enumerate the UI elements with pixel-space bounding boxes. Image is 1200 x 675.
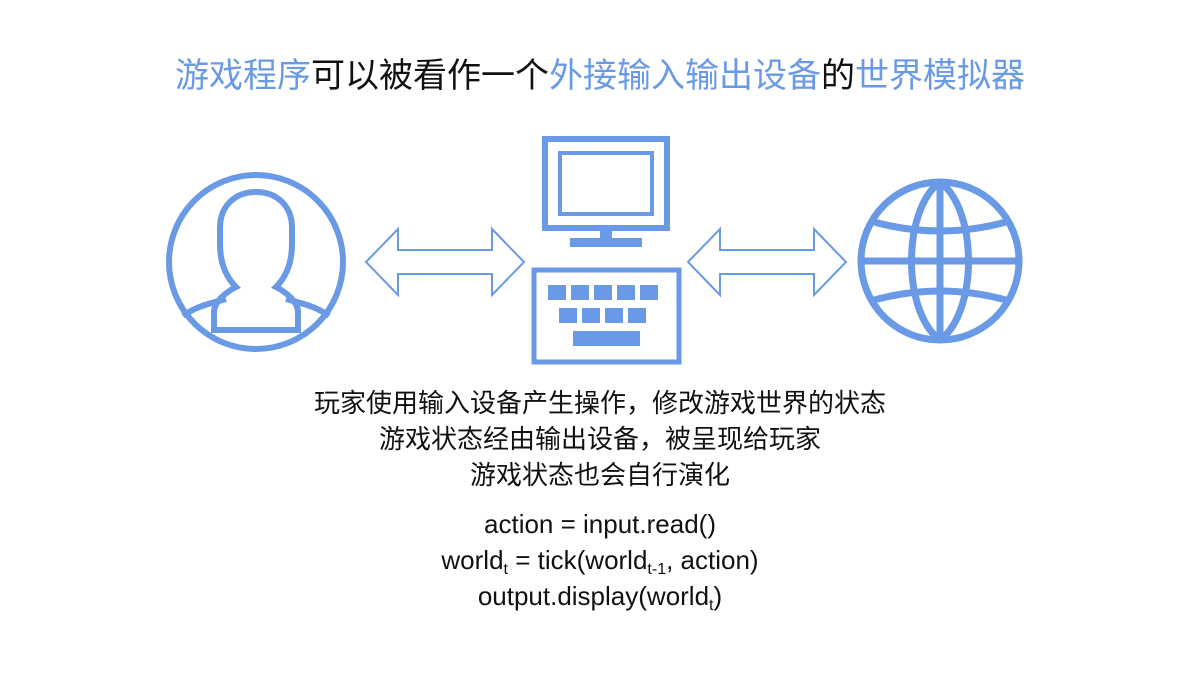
code-line-2-suffix: , action) bbox=[666, 545, 759, 575]
title-part-1: 游戏程序 bbox=[175, 56, 311, 96]
code-line-3: output.display(worldt) bbox=[0, 578, 1200, 614]
code-line-2-sub-2: t-1 bbox=[647, 561, 667, 578]
user-icon bbox=[166, 172, 346, 352]
page-title: 游戏程序可以被看作一个外接输入输出设备的世界模拟器 bbox=[0, 52, 1200, 100]
description-line-1: 玩家使用输入设备产生操作，修改游戏世界的状态 bbox=[313, 389, 886, 419]
code-line-2-sub-1: t bbox=[503, 561, 508, 578]
title-part-2: 可以被看作一个 bbox=[311, 56, 549, 96]
code-line-3-sub: t bbox=[709, 597, 714, 614]
description-line-3: 游戏状态也会自行演化 bbox=[469, 461, 730, 491]
title-part-5: 世界模拟器 bbox=[855, 56, 1025, 96]
code-line-2-prefix: world bbox=[441, 545, 504, 575]
pseudocode: action = input.read() worldt = tick(worl… bbox=[0, 506, 1200, 614]
description-line-2: 游戏状态经由输出设备，被呈现给玩家 bbox=[378, 425, 821, 455]
code-line-2-mid: = tick(world bbox=[508, 545, 648, 575]
double-arrow-icon bbox=[686, 226, 848, 298]
code-line-3-prefix: output.display(world bbox=[477, 581, 710, 611]
computer-icon bbox=[531, 136, 682, 365]
title-part-4: 的 bbox=[821, 56, 855, 96]
description: 玩家使用输入设备产生操作，修改游戏世界的状态 游戏状态经由输出设备，被呈现给玩家… bbox=[0, 386, 1200, 494]
globe-icon bbox=[857, 178, 1023, 344]
title-part-3: 外接输入输出设备 bbox=[549, 56, 821, 96]
double-arrow-icon bbox=[364, 226, 526, 298]
code-line-2: worldt = tick(worldt-1, action) bbox=[0, 542, 1200, 578]
code-line-1: action = input.read() bbox=[484, 509, 716, 539]
code-line-3-suffix: ) bbox=[713, 581, 723, 611]
